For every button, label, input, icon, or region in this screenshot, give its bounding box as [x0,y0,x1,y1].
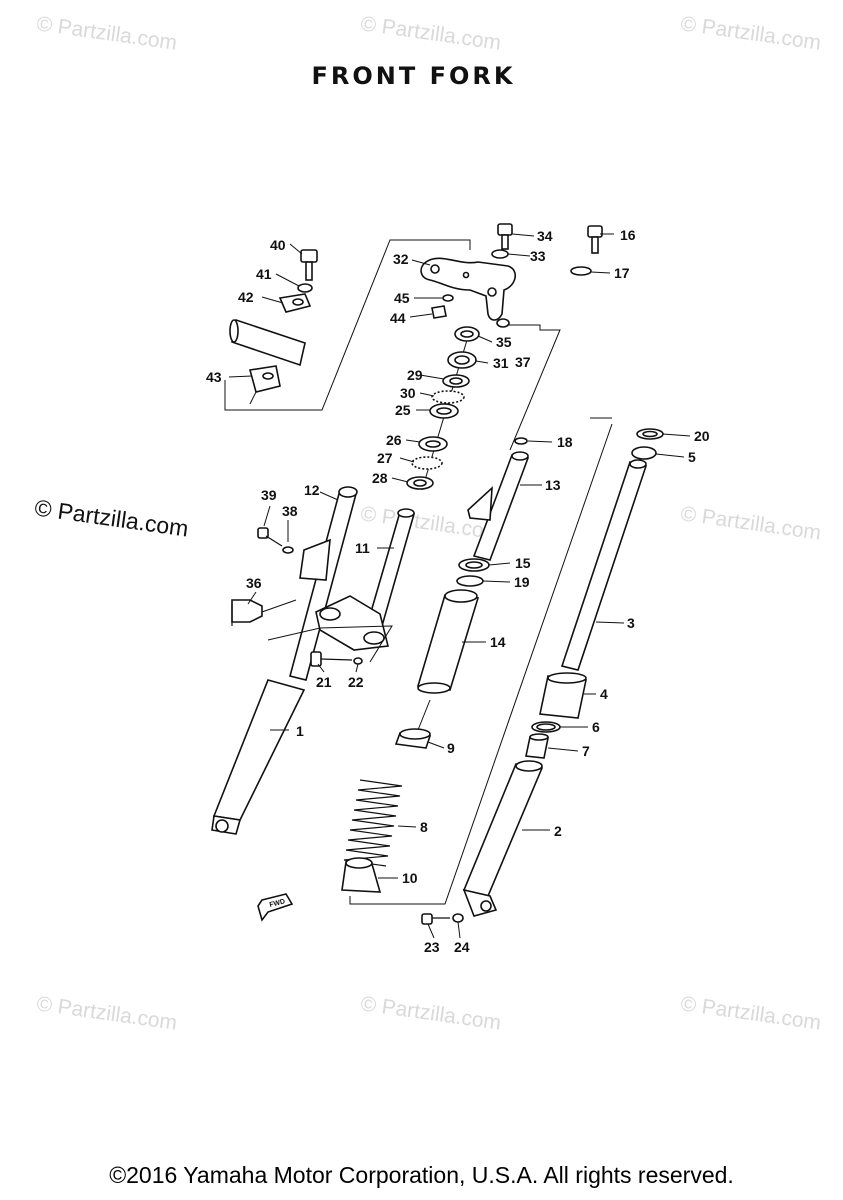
callout-29: 29 [407,367,423,383]
callout-43: 43 [206,369,222,385]
callout-3: 3 [627,615,635,631]
callout-34: 34 [537,228,553,244]
callout-16: 16 [620,227,636,243]
callout-25: 25 [395,402,411,418]
callout-32: 32 [393,251,409,267]
callout-20: 20 [694,428,710,444]
page-title: FRONT FORK [311,62,516,90]
callout-10: 10 [402,870,418,886]
callout-39: 39 [261,487,277,503]
callout-41: 41 [256,266,272,282]
callout-5: 5 [688,449,696,465]
callout-15: 15 [515,555,531,571]
callout-12: 12 [304,482,320,498]
callout-27: 27 [377,450,393,466]
callout-42: 42 [238,289,254,305]
callout-13: 13 [545,477,561,493]
callout-36: 36 [246,575,262,591]
callout-30: 30 [400,385,416,401]
copyright-notice: ©2016 Yamaha Motor Corporation, U.S.A. A… [109,1162,734,1188]
callout-26: 26 [386,432,402,448]
callout-44: 44 [390,310,406,326]
center-inner-parts [341,423,613,905]
fwd-arrow-icon: FWD [257,893,294,922]
callout-21: 21 [316,674,332,690]
upper-bracket-assembly [420,223,561,451]
leader-lines [228,233,691,939]
callout-7: 7 [582,743,590,759]
callout-24: 24 [454,939,470,955]
callout-14: 14 [490,634,506,650]
callout-4: 4 [600,686,608,702]
callout-31: 31 [493,355,509,371]
callout-33: 33 [530,248,546,264]
callout-19: 19 [514,574,530,590]
right-fork [421,417,664,925]
callout-28: 28 [372,470,388,486]
under-bracket [267,508,416,667]
callout-18: 18 [557,434,573,450]
callout-40: 40 [270,237,286,253]
callout-23: 23 [424,939,440,955]
callout-38: 38 [282,503,298,519]
callout-8: 8 [420,819,428,835]
callout-17: 17 [614,265,630,281]
bolt-16-washer-17 [570,225,603,276]
left-fork [211,486,358,835]
callout-1: 1 [296,723,304,739]
handlebar-assembly [224,239,471,411]
callout-9: 9 [447,740,455,756]
callout-35: 35 [496,334,512,350]
callout-45: 45 [394,290,410,306]
bearing-stack [406,326,480,491]
callout-37: 37 [515,354,531,370]
fwd-label: FWD [269,898,286,909]
callout-22: 22 [348,674,364,690]
callout-2: 2 [554,823,562,839]
callout-11: 11 [355,540,370,556]
callout-6: 6 [592,719,600,735]
